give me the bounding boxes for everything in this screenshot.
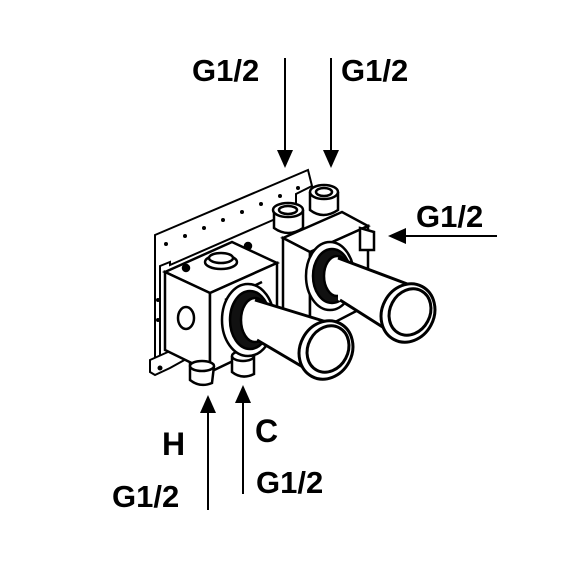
inlet-arrow-hot bbox=[200, 395, 216, 510]
label-inlet-hot-size: G1/2 bbox=[112, 479, 180, 514]
label-outlet-top-left: G1/2 bbox=[192, 53, 260, 88]
outlet-nut-top-right bbox=[308, 183, 340, 217]
label-cold: C bbox=[255, 413, 279, 449]
label-hot: H bbox=[162, 426, 186, 462]
inlet-arrow-top-left bbox=[277, 58, 293, 168]
sleeve-left bbox=[254, 298, 355, 381]
label-outlet-right: G1/2 bbox=[416, 199, 484, 234]
inlet-arrow-top-right bbox=[323, 58, 339, 168]
inlet-arrow-cold bbox=[235, 385, 251, 494]
outlet-nut-top-left bbox=[271, 201, 305, 235]
label-inlet-cold-size: G1/2 bbox=[256, 465, 324, 500]
inlet-nut-hot bbox=[188, 359, 216, 387]
inlet-arrow-right bbox=[388, 228, 497, 244]
sleeve-right bbox=[337, 256, 437, 344]
label-outlet-top-right: G1/2 bbox=[341, 53, 409, 88]
